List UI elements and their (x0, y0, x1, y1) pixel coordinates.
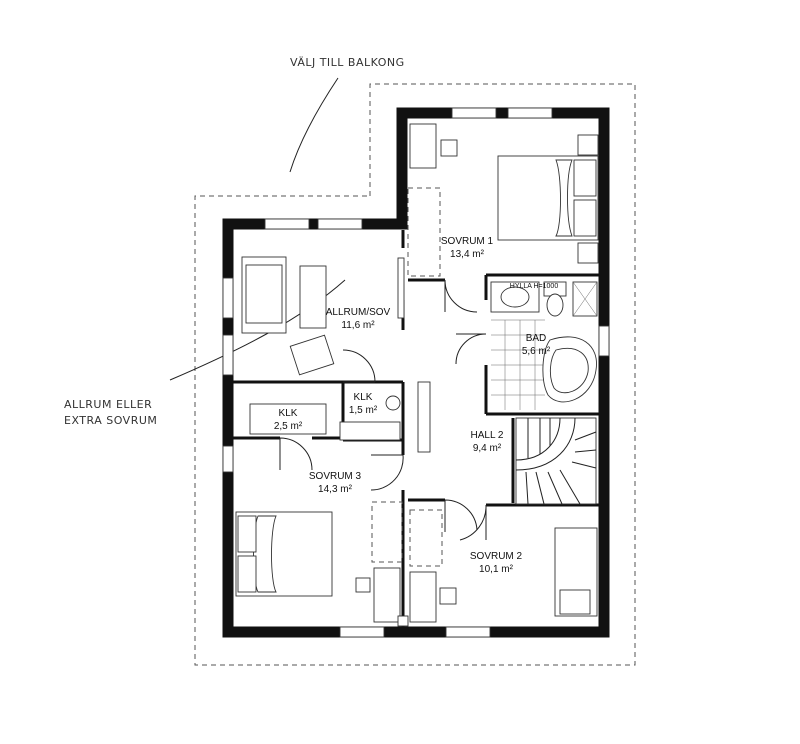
balcony-outline (194, 83, 636, 666)
bad-name: BAD (526, 333, 547, 344)
stairs (515, 417, 597, 505)
hall2-name: HALL 2 (471, 430, 504, 441)
klk-fixtures (249, 381, 431, 453)
klk1-area: 2,5 m² (274, 421, 303, 432)
sovrum3-furniture (235, 501, 403, 623)
balcony-annotation-line (289, 77, 339, 173)
windows (222, 107, 610, 638)
exterior-walls (222, 107, 610, 638)
hall2-area: 9,4 m² (473, 443, 502, 454)
sovrum2-area: 10,1 m² (479, 564, 514, 575)
allrum-furniture (241, 256, 405, 376)
bad-area: 5,6 m² (522, 346, 551, 357)
sovrum3-name: SOVRUM 3 (309, 471, 362, 482)
sovrum1-area: 13,4 m² (450, 249, 485, 260)
balcony-annotation: VÄLJ TILL BALKONG (290, 56, 405, 69)
shaft (397, 615, 409, 627)
sovrum2-furniture (409, 509, 598, 623)
sovrum1-furniture (407, 123, 599, 277)
bad-shelf-label: HYLLA H=1000 (510, 283, 559, 290)
allrum-name: ALLRUM/SOV (326, 307, 391, 318)
allrum-annotation-line (169, 279, 346, 381)
allrum-annotation-line-2: EXTRA SOVRUM (64, 414, 157, 427)
allrum-annotation-line-1: ALLRUM ELLER (64, 398, 152, 411)
sovrum2-name: SOVRUM 2 (470, 551, 523, 562)
allrum-area: 11,6 m² (341, 320, 375, 331)
klk1-name: KLK (279, 408, 298, 419)
sovrum1-name: SOVRUM 1 (441, 236, 494, 247)
klk2-area: 1,5 m² (349, 405, 378, 416)
sovrum3-area: 14,3 m² (318, 484, 353, 495)
doors (279, 279, 487, 541)
klk2-name: KLK (354, 392, 373, 403)
bad-fixtures (490, 281, 598, 410)
